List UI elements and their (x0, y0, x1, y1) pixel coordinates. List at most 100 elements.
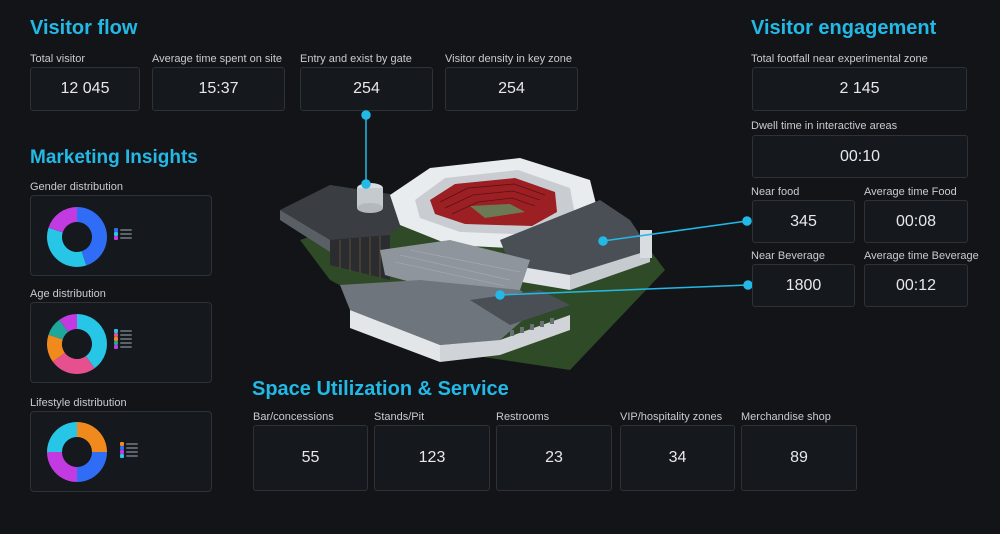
avg-time-card[interactable]: 15:37 (152, 67, 285, 111)
legend-text (120, 237, 132, 239)
legend-text (126, 455, 138, 457)
age-legend (114, 329, 132, 349)
legend-text (120, 346, 132, 348)
stands-value: 123 (418, 449, 446, 466)
legend-text (120, 330, 132, 332)
vip-label: VIP/hospitality zones (620, 411, 723, 423)
avg-time-value: 15:37 (198, 80, 239, 97)
legend-item (114, 232, 132, 236)
near-food-value: 345 (790, 212, 817, 230)
legend-text (126, 443, 138, 445)
avg-food-card[interactable]: 00:08 (864, 200, 968, 243)
legend-swatch (120, 446, 124, 450)
restrooms-value: 23 (545, 449, 563, 466)
legend-item (120, 450, 138, 454)
legend-swatch (114, 333, 118, 337)
legend-item (114, 333, 132, 337)
legend-swatch (114, 236, 118, 240)
vip-card[interactable]: 34 (620, 425, 735, 491)
stadium-illustration (280, 158, 665, 370)
legend-text (120, 342, 132, 344)
donut-slice (47, 227, 87, 267)
lifestyle-legend (120, 442, 138, 458)
avg-time-label: Average time spent on site (152, 53, 283, 65)
legend-text (120, 338, 132, 340)
donut-slice (48, 319, 69, 340)
bar-label: Bar/concessions (253, 411, 334, 423)
density-label: Visitor density in key zone (445, 53, 572, 65)
dwell-card[interactable]: 00:10 (752, 135, 968, 178)
avg-bev-card[interactable]: 00:12 (864, 264, 968, 307)
donut-slice (52, 352, 95, 374)
legend-item (120, 442, 138, 446)
legend-swatch (120, 454, 124, 458)
legend-item (114, 337, 132, 341)
lifestyle-label: Lifestyle distribution (30, 397, 127, 409)
donut-slice (77, 207, 107, 266)
legend-swatch (114, 341, 118, 345)
restrooms-card[interactable]: 23 (496, 425, 612, 491)
footfall-value: 2 145 (839, 80, 880, 97)
donut-slice (77, 422, 107, 452)
footfall-label: Total footfall near experimental zone (751, 53, 928, 65)
donut-slice (47, 334, 65, 362)
dwell-label: Dwell time in interactive areas (751, 120, 898, 132)
avg-food-value: 00:08 (895, 212, 937, 230)
age-label: Age distribution (30, 288, 106, 300)
total-visitor-label: Total visitor (30, 53, 86, 65)
legend-swatch (114, 337, 118, 341)
legend-item (114, 329, 132, 333)
total-visitor-value: 12 045 (60, 80, 110, 97)
restrooms-label: Restrooms (496, 411, 550, 423)
merch-value: 89 (790, 449, 808, 466)
near-bev-label: Near Beverage (751, 250, 825, 262)
donut-slice (77, 314, 107, 369)
bar-card[interactable]: 55 (253, 425, 368, 491)
total-visitor-card[interactable]: 12 045 (30, 67, 140, 111)
stands-label: Stands/Pit (374, 411, 425, 423)
gender-chart-card[interactable] (30, 195, 212, 276)
lifestyle-chart-card[interactable] (30, 411, 212, 492)
legend-swatch (114, 329, 118, 333)
lifestyle-donut (47, 422, 107, 482)
legend-swatch (114, 232, 118, 236)
near-bev-value: 1800 (785, 276, 822, 294)
gender-label: Gender distribution (30, 181, 123, 193)
marketing-title: Marketing Insights (30, 147, 198, 168)
near-food-label: Near food (751, 186, 800, 198)
legend-text (126, 447, 138, 449)
dwell-value: 00:10 (839, 147, 881, 165)
bar-value: 55 (301, 449, 320, 466)
footfall-card[interactable]: 2 145 (752, 67, 967, 111)
legend-item (114, 228, 132, 232)
legend-swatch (120, 442, 124, 446)
entry-gate-card[interactable]: 254 (300, 67, 433, 111)
stands-card[interactable]: 123 (374, 425, 490, 491)
density-value: 254 (498, 80, 525, 97)
legend-text (120, 334, 132, 336)
avg-bev-value: 00:12 (895, 276, 937, 294)
entry-gate-value: 254 (353, 80, 380, 97)
legend-swatch (114, 228, 118, 232)
legend-item (114, 236, 132, 240)
age-donut (47, 314, 107, 374)
legend-item (114, 341, 132, 345)
donut-slice (59, 314, 77, 332)
donut-slice (77, 452, 107, 482)
legend-swatch (114, 345, 118, 349)
avg-bev-label: Average time Beverage (864, 250, 979, 262)
legend-item (120, 454, 138, 458)
legend-text (126, 451, 138, 453)
merch-label: Merchandise shop (741, 411, 831, 423)
entry-gate-label: Entry and exist by gate (300, 53, 412, 65)
visitor-flow-title: Visitor flow (30, 17, 138, 39)
gender-legend (114, 228, 132, 240)
engagement-title: Visitor engagement (751, 17, 937, 39)
density-card[interactable]: 254 (445, 67, 578, 111)
space-title: Space Utilization & Service (252, 378, 509, 400)
merch-card[interactable]: 89 (741, 425, 857, 491)
age-chart-card[interactable] (30, 302, 212, 383)
near-food-card[interactable]: 345 (752, 200, 855, 243)
near-bev-card[interactable]: 1800 (752, 264, 855, 307)
gender-donut (47, 207, 107, 267)
